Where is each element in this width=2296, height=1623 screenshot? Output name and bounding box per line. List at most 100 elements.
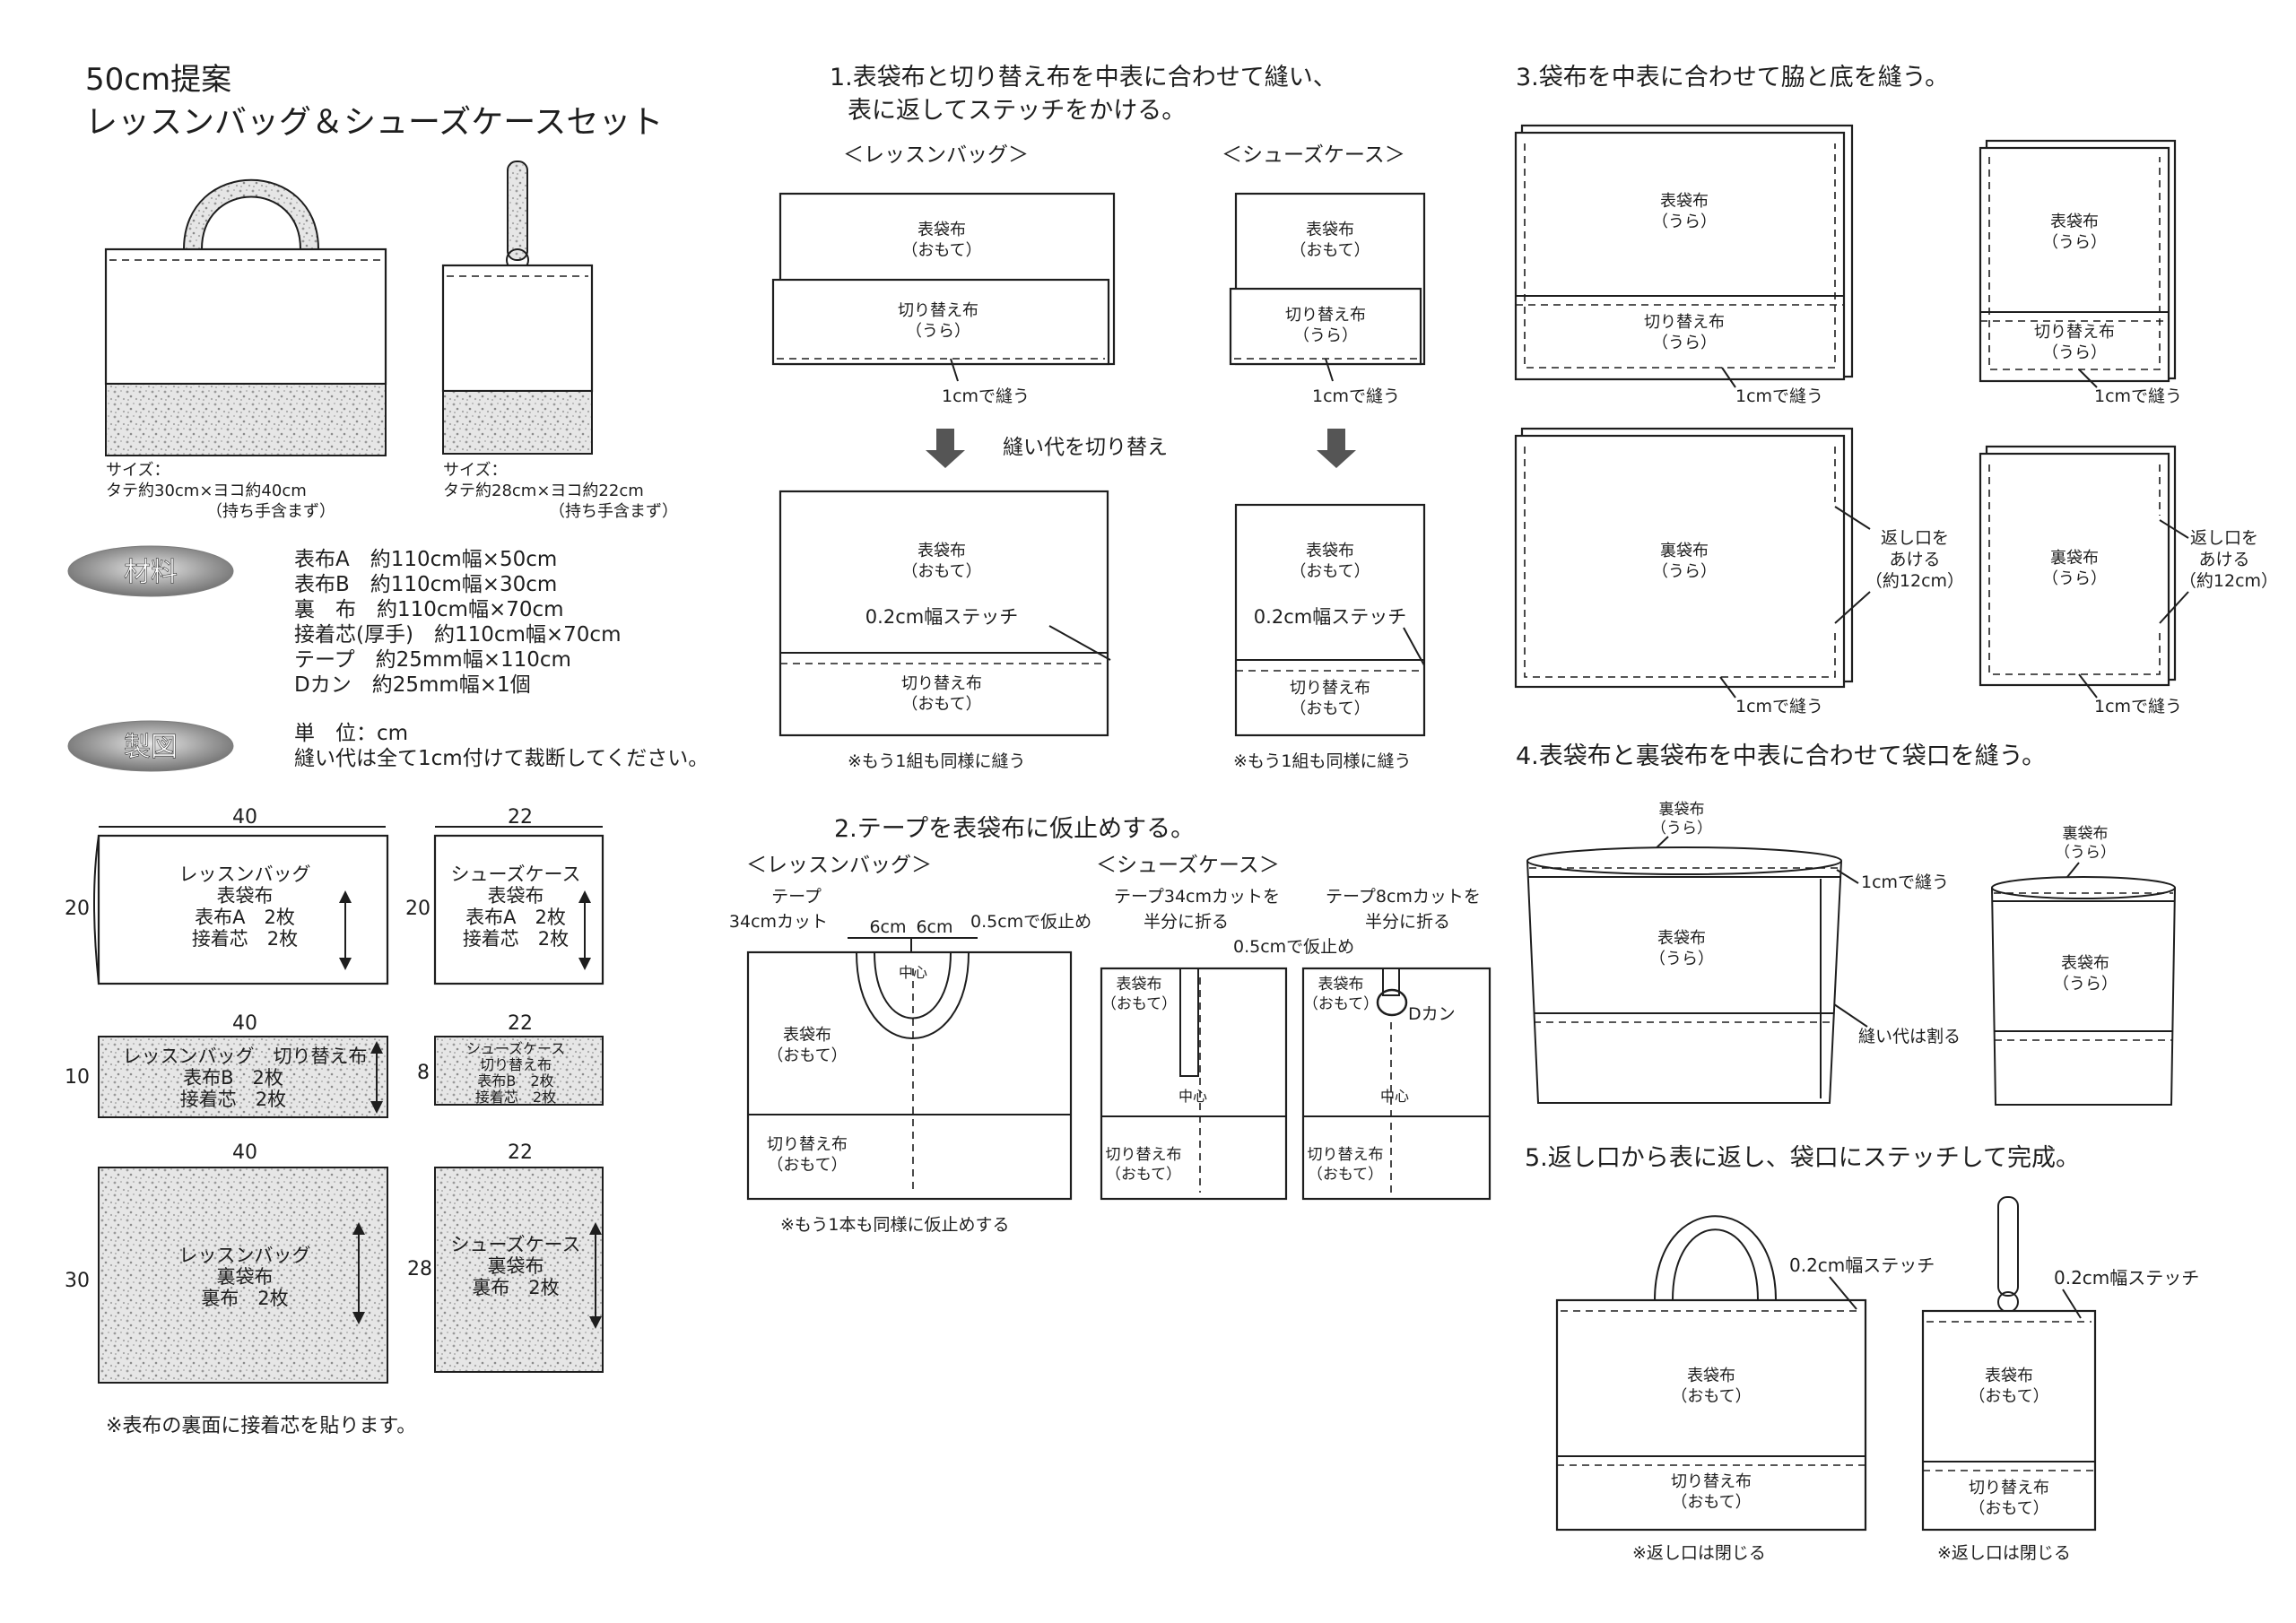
svg-text:6cm: 6cm	[916, 917, 952, 937]
svg-text:0.5cmで仮止め: 0.5cmで仮止め	[1233, 937, 1354, 957]
svg-text:0.2cm幅ステッチ: 0.2cm幅ステッチ	[1254, 606, 1406, 628]
step1-title-1: 1.表袋布と切り替え布を中表に合わせて縫い、	[830, 64, 1337, 91]
svg-text:裏袋布: 裏袋布	[217, 1266, 274, 1288]
materials-list: 表布A 約110cm幅×50cm 表布B 約110cm幅×30cm 裏 布 約1…	[294, 548, 622, 697]
svg-text:表布B 約110cm幅×30cm: 表布B 約110cm幅×30cm	[294, 573, 557, 596]
svg-text:返し口を: 返し口を	[1881, 528, 1949, 548]
step1-shoes-label: ＜シューズケース＞	[1222, 143, 1405, 167]
svg-text:テープ8cmカットを: テープ8cmカットを	[1326, 887, 1481, 907]
step4-shoes: 裏袋布 （うら） 表袋布 （うら）	[1991, 824, 2176, 1106]
svg-text:表布A 2枚: 表布A 2枚	[465, 907, 566, 928]
step5-lesson-finished: 0.2cm幅ステッチ 表袋布 （おもて） 切り替え布 （おもて）	[1555, 1215, 1935, 1532]
svg-text:表袋布: 表袋布	[783, 1026, 831, 1045]
svg-text:切り替え布: 切り替え布	[767, 1135, 848, 1154]
svg-text:（おもて）: （おもて）	[1290, 241, 1370, 260]
svg-text:接着芯 2枚: 接着芯 2枚	[475, 1089, 556, 1106]
step4-title: 4.表袋布と裏袋布を中表に合わせて袋口を縫う。	[1516, 742, 2046, 770]
svg-text:28: 28	[407, 1258, 432, 1280]
svg-text:（うら）: （うら）	[1651, 820, 1712, 838]
svg-text:切り替え布: 切り替え布	[1308, 1146, 1384, 1164]
svg-text:表布A 約110cm幅×50cm: 表布A 約110cm幅×50cm	[294, 548, 557, 571]
svg-text:（うら）: （うら）	[1293, 326, 1358, 345]
svg-text:表袋布: 表袋布	[1657, 929, 1706, 948]
step4-lesson: 裏袋布 （うら） 表袋布 （うら） 1cmで縫う 縫い代は割る	[1526, 800, 1961, 1104]
svg-text:表袋布: 表袋布	[1985, 1367, 2033, 1385]
svg-text:1cmで縫う: 1cmで縫う	[1312, 386, 1400, 406]
svg-text:6cm: 6cm	[869, 917, 906, 937]
svg-text:（おもて）: （おもて）	[901, 562, 981, 581]
svg-text:Dカン 約25mm幅×1個: Dカン 約25mm幅×1個	[294, 673, 531, 697]
svg-text:サイズ：: サイズ：	[106, 461, 170, 480]
svg-text:裏 布 約110cm幅×70cm: 裏 布 約110cm幅×70cm	[294, 598, 564, 621]
svg-text:材料: 材料	[124, 557, 178, 588]
svg-text:（うら）: （うら）	[1652, 334, 1717, 352]
svg-text:（おもて）: （おもて）	[767, 1156, 847, 1175]
svg-text:表袋布: 表袋布	[488, 885, 544, 907]
pattern-shoes-lining: 22 28 シューズケース 裏袋布 裏布 2枚	[407, 1141, 604, 1373]
svg-text:レッスンバッグ: レッスンバッグ	[179, 864, 311, 885]
svg-text:（おもて）: （おもて）	[1308, 1166, 1383, 1184]
svg-text:切り替え布: 切り替え布	[1671, 1472, 1752, 1491]
step1-lesson-label: ＜レッスンバッグ＞	[843, 143, 1029, 167]
svg-text:（持ち手含まず）: （持ち手含まず）	[549, 502, 678, 521]
step3-lesson-lining: 裏袋布 （うら） 返し口を あける （約12cm） 1cmで縫う	[1514, 427, 1964, 716]
svg-text:シューズケース: シューズケース	[451, 1234, 581, 1255]
step2-title: 2.テープを表袋布に仮止めする。	[834, 815, 1195, 843]
step1-shoes-after: 表袋布 （おもて） 0.2cm幅ステッチ 切り替え布 （おもて）	[1234, 503, 1426, 737]
svg-text:0.2cm幅ステッチ: 0.2cm幅ステッチ	[865, 606, 1018, 628]
drafting-badge: 製図	[67, 720, 234, 772]
svg-text:22: 22	[508, 1012, 533, 1035]
svg-text:（約12cm）: （約12cm）	[1866, 571, 1964, 591]
svg-text:テープ 約25mm幅×110cm: テープ 約25mm幅×110cm	[294, 648, 571, 672]
svg-text:切り替え布: 切り替え布	[1285, 306, 1366, 325]
svg-text:（おもて）: （おもて）	[901, 241, 981, 260]
svg-text:（うら）: （うら）	[2055, 844, 2116, 862]
step2-shoes-a: テープ34cmカットを 半分に折る 0.5cmで仮止め 中心 表袋布 （おもて）…	[1100, 887, 1354, 1201]
svg-text:裏布 2枚: 裏布 2枚	[201, 1288, 288, 1309]
svg-text:（うら）: （うら）	[1652, 213, 1717, 231]
step1-down-arrow-2	[1317, 429, 1356, 468]
svg-text:切り替え布: 切り替え布	[901, 674, 982, 693]
step1-lesson-after: 表袋布 （おもて） 0.2cm幅ステッチ 切り替え布 （おもて）	[778, 490, 1111, 737]
lesson-size-text: サイズ： タテ約30cm×ヨコ約40cm （持ち手含まず）	[106, 461, 335, 521]
step2-note: ※もう1本も同様に仮止めする	[780, 1215, 1009, 1235]
svg-text:接着芯 2枚: 接着芯 2枚	[463, 928, 569, 950]
step5-shoes-finished: 0.2cm幅ステッチ 表袋布 （おもて） 切り替え布 （おもて）	[1921, 1196, 2199, 1532]
svg-text:（おもて）: （おもて）	[767, 1046, 847, 1065]
svg-text:（おもて）: （おもて）	[1671, 1493, 1751, 1512]
svg-text:シューズケース: シューズケース	[451, 864, 581, 885]
svg-text:（おもて）: （おもて）	[1290, 562, 1370, 581]
svg-text:中心: 中心	[899, 964, 927, 981]
step1-shoes-before: 表袋布 （おもて） 切り替え布 （うら） 1cmで縫う	[1229, 192, 1426, 406]
svg-text:40: 40	[232, 806, 257, 829]
svg-text:表布B 2枚: 表布B 2枚	[477, 1072, 553, 1089]
svg-text:表袋布: 表袋布	[1318, 976, 1364, 994]
svg-text:（うら）: （うら）	[1649, 950, 1714, 968]
svg-text:裏袋布: 裏袋布	[1660, 542, 1709, 560]
svg-text:中心: 中心	[1380, 1088, 1409, 1105]
svg-text:Dカン: Dカン	[1408, 1004, 1456, 1024]
svg-text:22: 22	[508, 1141, 533, 1164]
svg-text:レッスンバッグ: レッスンバッグ	[179, 1245, 311, 1266]
svg-text:（おもて）: （おもて）	[1969, 1499, 2048, 1518]
step2-shoes-b: テープ8cmカットを 半分に折る Dカン 中心 表袋布 （おもて） 切り替え布 …	[1301, 887, 1492, 1201]
svg-text:（おもて）: （おもて）	[1101, 995, 1177, 1013]
page-title-1: 50cm提案	[85, 62, 231, 98]
svg-text:切り替え布: 切り替え布	[1644, 313, 1725, 332]
svg-text:半分に折る: 半分に折る	[1365, 912, 1450, 932]
svg-text:あける: あける	[2198, 550, 2249, 569]
svg-text:（おもて）: （おもて）	[1969, 1387, 2048, 1406]
svg-text:表袋布: 表袋布	[2061, 954, 2109, 973]
pattern-lesson-switch: 40 10 レッスンバッグ 切り替え布 表布B 2枚 接着芯 2枚	[65, 1012, 388, 1118]
svg-text:テープ: テープ	[771, 887, 822, 907]
svg-text:接着芯(厚手) 約110cm幅×70cm: 接着芯(厚手) 約110cm幅×70cm	[294, 623, 622, 647]
svg-text:1cmで縫う: 1cmで縫う	[1861, 872, 1949, 892]
step2-shoes-label: ＜シューズケース＞	[1096, 854, 1280, 877]
svg-text:表袋布: 表袋布	[1660, 192, 1709, 211]
step1-down-arrow-1	[926, 429, 965, 468]
svg-text:（おもて）: （おもて）	[1290, 699, 1370, 718]
svg-text:1cmで縫う: 1cmで縫う	[1735, 697, 1823, 716]
svg-text:34cmカット: 34cmカット	[729, 912, 828, 932]
svg-text:シューズケース: シューズケース	[466, 1040, 565, 1057]
svg-text:返し口を: 返し口を	[2190, 528, 2258, 548]
